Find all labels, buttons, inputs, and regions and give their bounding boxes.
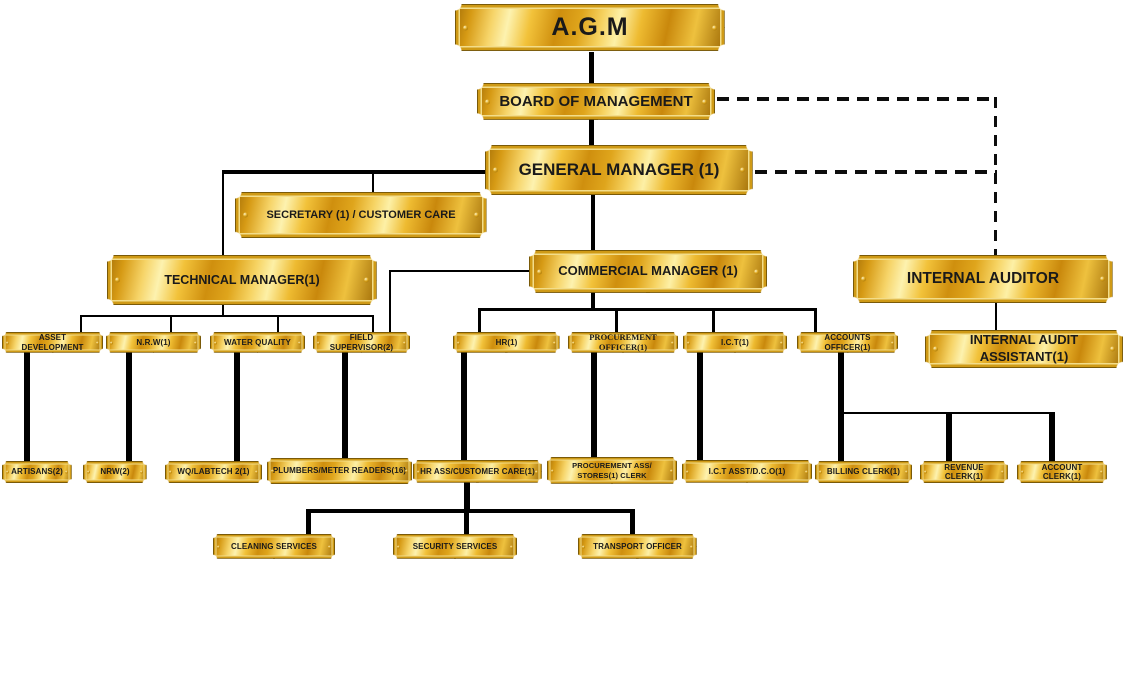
edge-commercial-left (389, 270, 530, 272)
drop-hrass-services (464, 482, 470, 511)
edge-gm-left-bus (222, 170, 488, 174)
node-plumbers: PLUMBERS/METER READERS(16) (267, 458, 412, 484)
drop-procurement-assistant (591, 352, 597, 460)
node-ict-assistant: I.C.T ASST/D.C.O(1) (682, 460, 812, 483)
stub-revenue-clerk (946, 412, 952, 462)
node-security-services: SECURITY SERVICES (393, 534, 517, 559)
node-board: BOARD OF MANAGEMENT (477, 83, 715, 120)
node-account-clerk: ACCOUNT CLERK(1) (1017, 461, 1107, 483)
drop-asset-artisans (24, 352, 30, 462)
edge-left-technical (222, 172, 224, 256)
node-secretary: SECRETARY (1) / CUSTOMER CARE (235, 192, 487, 238)
stub-account-clerk (1049, 412, 1055, 462)
stub-hr (478, 308, 481, 333)
node-cleaning-services: CLEANING SERVICES (213, 534, 335, 559)
stub-procurement-officer (615, 308, 618, 333)
edge-commercial-riser (591, 291, 595, 310)
node-hr-assistant: HR ASS/CUSTOMER CARE(1) (413, 460, 542, 483)
node-water-quality: WATER QUALITY (210, 332, 305, 353)
stub-accounts-officer (814, 308, 817, 333)
node-internal-audit-assistant: INTERNAL AUDIT ASSISTANT(1) (925, 330, 1123, 368)
edge-auditor-assistant (995, 302, 997, 331)
edge-left-secretary (372, 172, 374, 193)
drop-accounts-billing (838, 352, 844, 462)
node-revenue-clerk: REVENUE CLERK(1) (920, 461, 1008, 483)
dashed-auditor-vertical (994, 97, 997, 256)
node-wq-labtech: WQ/LABTECH 2(1) (165, 461, 262, 483)
dashed-board-auditor (717, 97, 997, 101)
node-asset-development: ASSET DEVELOPMENT (2, 332, 103, 353)
drop-ict-assistant (697, 352, 703, 462)
drop-wq-labtech (234, 352, 240, 462)
edge-commercial-field-supervisor (389, 270, 391, 333)
stub-cleaning (306, 509, 311, 535)
technical-children-bus (80, 315, 374, 317)
edge-technical-stub (222, 303, 224, 316)
node-field-supervisor: FIELD SUPERVISOR(2) (313, 332, 410, 353)
node-internal-auditor: INTERNAL AUDITOR (853, 255, 1113, 303)
stub-asset-development (80, 315, 82, 333)
node-billing-clerk: BILLING CLERK(1) (815, 461, 912, 483)
commercial-children-bus (478, 308, 817, 311)
node-hr: HR(1) (453, 332, 560, 353)
node-technical-manager: TECHNICAL MANAGER(1) (107, 255, 377, 305)
node-ict: I.C.T(1) (683, 332, 787, 353)
node-agm: A.G.M (455, 4, 725, 51)
stub-security (464, 509, 469, 535)
stub-field-supervisor (372, 315, 374, 333)
stub-nrw-officer (170, 315, 172, 333)
node-general-manager: GENERAL MANAGER (1) (485, 145, 753, 195)
node-transport-officer: TRANSPORT OFFICER (578, 534, 697, 559)
stub-ict (712, 308, 715, 333)
node-artisans: ARTISANS(2) (2, 461, 72, 483)
node-nrw-officer: N.R.W(1) (106, 332, 201, 353)
drop-nrw (126, 352, 132, 462)
stub-transport (630, 509, 635, 535)
node-procurement-officer: PROCUREMENT OFFICER(1) (568, 332, 678, 353)
node-accounts-officer: ACCOUNTS OFFICER(1) (797, 332, 898, 353)
node-nrw-staff: NRW(2) (83, 461, 147, 483)
node-commercial-manager: COMMERCIAL MANAGER (1) (529, 250, 767, 293)
edge-gm-commercial (591, 193, 595, 252)
edge-agm-board (589, 52, 594, 85)
drop-hr-assistant (461, 352, 467, 462)
edge-board-gm (589, 118, 594, 147)
node-procurement-assistant: PROCUREMENT ASS/ STORES(1) CLERK (547, 457, 677, 484)
drop-field-plumbers (342, 352, 348, 462)
stub-water-quality (277, 315, 279, 333)
services-bus (306, 509, 635, 513)
dashed-gm-auditor (755, 170, 997, 174)
